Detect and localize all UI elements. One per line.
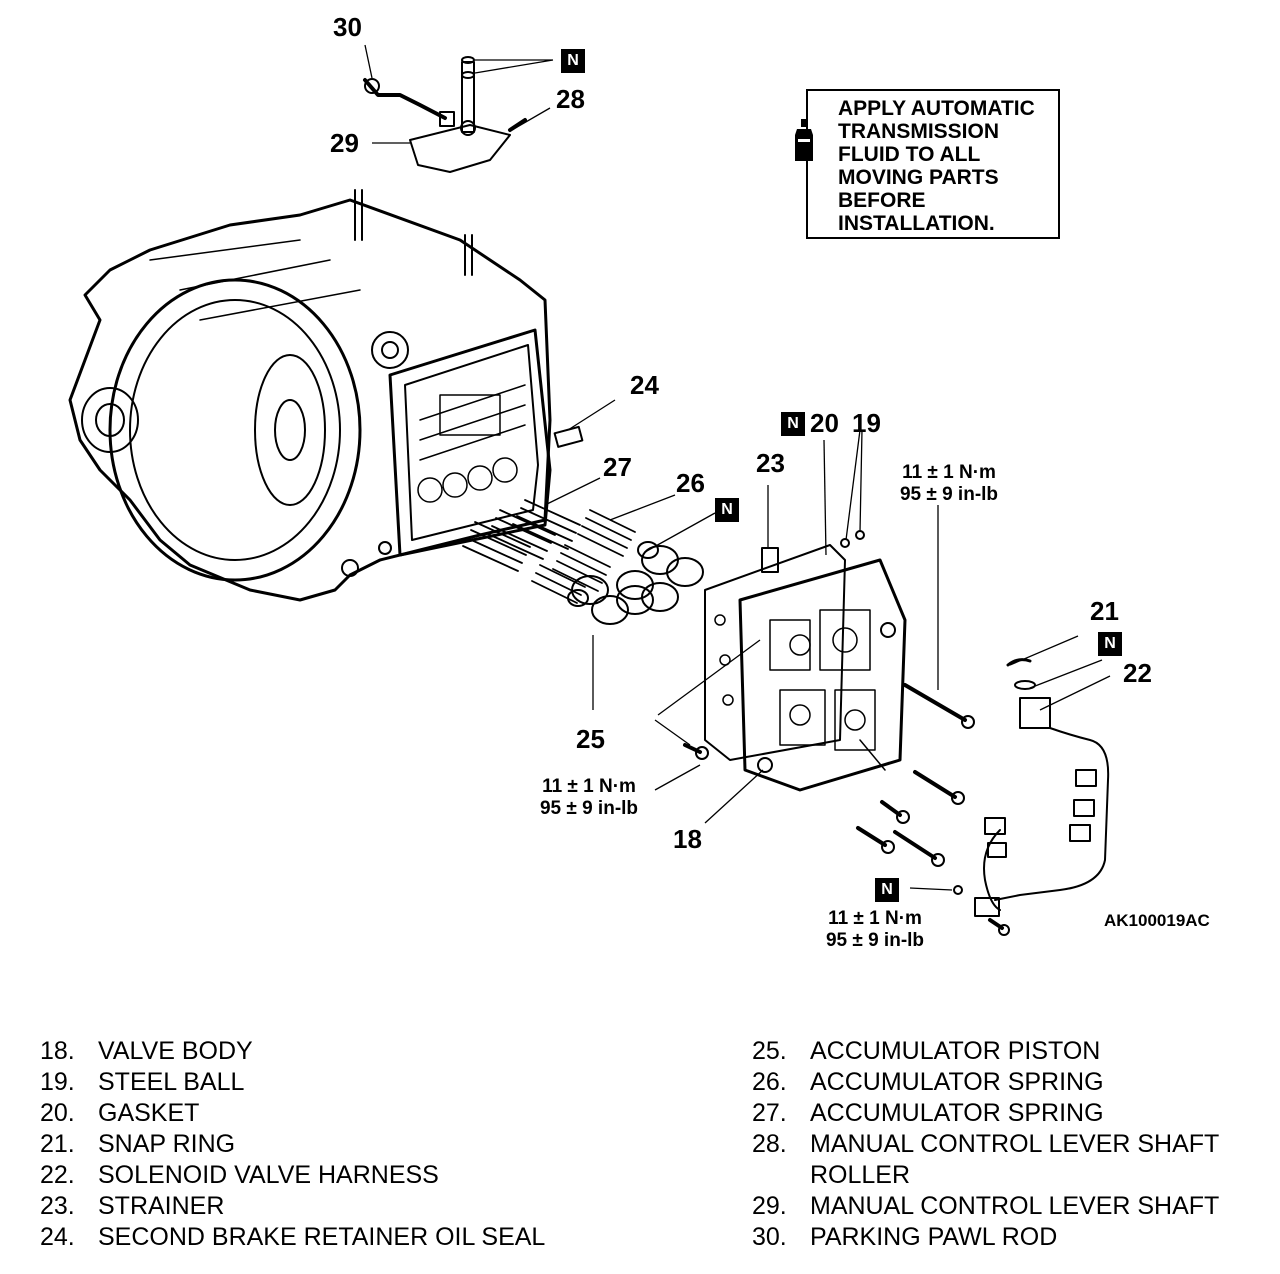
snap-ring (1006, 658, 1032, 667)
legend-item: 28. MANUAL CONTROL LEVER SHAFT ROLLER (752, 1129, 1280, 1191)
callout-28: 28 (556, 84, 585, 114)
legend-number: 30. (752, 1223, 787, 1251)
new-part-badge: N (715, 498, 739, 522)
callout-26: 26 (676, 468, 705, 498)
callout-27: 27 (603, 452, 632, 482)
legend-number: 29. (752, 1192, 787, 1220)
callout-18: 18 (673, 824, 702, 854)
parts-legend-right: 25. ACCUMULATOR PISTON 26. ACCUMULATOR SPRI… (752, 1036, 1280, 1253)
transmission-case (68, 189, 552, 602)
torque-metric: 11 ± 1 N·m (542, 776, 636, 797)
legend-item: 26. ACCUMULATOR SPRING (752, 1067, 1280, 1098)
legend-number: 19. (40, 1068, 75, 1096)
steel-ball (855, 530, 865, 540)
legend-item: 21. SNAP RING (40, 1129, 545, 1160)
legend-part-name: ACCUMULATOR SPRING (810, 1099, 1104, 1127)
legend-number: 24. (40, 1223, 75, 1251)
legend-item: 18. VALVE BODY (40, 1036, 545, 1067)
legend-item: 23. STRAINER (40, 1191, 545, 1222)
callout-23: 23 (756, 448, 785, 478)
callout-22: 22 (1123, 658, 1152, 688)
torque-metric: 11 ± 1 N·m (828, 908, 922, 929)
lever-shaft-roller (508, 118, 527, 132)
legend-part-name: STEEL BALL (98, 1068, 245, 1096)
leader-lines (364, 44, 1111, 891)
torque-imperial: 95 ± 9 in-lb (899, 484, 999, 505)
legend-item: 29. MANUAL CONTROL LEVER SHAFT (752, 1191, 1280, 1222)
legend-number: 21. (40, 1130, 75, 1158)
torque-imperial: 95 ± 9 in-lb (539, 798, 639, 819)
new-part-badge: N (875, 878, 899, 902)
new-part-badge: N (561, 49, 585, 73)
atf-note-box: APPLY AUTOMATIC TRANSMISSION FLUID TO AL… (795, 89, 1060, 239)
legend-number: 28. (752, 1130, 787, 1158)
steel-ball (840, 538, 850, 548)
legend-part-name: SECOND BRAKE RETAINER OIL SEAL (98, 1223, 546, 1251)
atf-note-text: APPLY AUTOMATIC TRANSMISSION FLUID TO AL… (838, 97, 1035, 235)
callout-29: 29 (330, 128, 359, 158)
legend-part-name: VALVE BODY (98, 1037, 253, 1065)
legend-item: 27. ACCUMULATOR SPRING (752, 1098, 1280, 1129)
figure-id: AK100019AC (1104, 911, 1210, 930)
callout-25: 25 (576, 724, 605, 754)
legend-item: 22. SOLENOID VALVE HARNESS (40, 1160, 545, 1191)
accumulator-springs (462, 499, 636, 604)
callout-19: 19 (852, 408, 881, 438)
legend-part-name: STRAINER (98, 1192, 225, 1220)
legend-part-name: ACCUMULATOR SPRING (810, 1068, 1104, 1096)
callout-30: 30 (333, 12, 362, 42)
legend-part-name: MANUAL CONTROL LEVER SHAFT (810, 1192, 1220, 1220)
legend-part-name: MANUAL CONTROL LEVER SHAFT ROLLER (810, 1130, 1219, 1189)
legend-part-name: SOLENOID VALVE HARNESS (98, 1161, 439, 1189)
legend-number: 22. (40, 1161, 75, 1189)
new-part-badge: N (1098, 632, 1122, 656)
legend-item: 19. STEEL BALL (40, 1067, 545, 1098)
legend-number: 25. (752, 1037, 787, 1065)
torque-imperial: 95 ± 9 in-lb (825, 930, 925, 951)
torque-metric: 11 ± 1 N·m (902, 462, 996, 483)
legend-item: 30. PARKING PAWL ROD (752, 1222, 1280, 1253)
callout-24: 24 (630, 370, 659, 400)
legend-part-name: ACCUMULATOR PISTON (810, 1037, 1101, 1065)
o-ring (953, 885, 963, 895)
solenoid-valve-harness (974, 697, 1110, 917)
legend-part-name: GASKET (98, 1099, 200, 1127)
legend-item: 25. ACCUMULATOR PISTON (752, 1036, 1280, 1067)
parking-pawl-rod (363, 78, 455, 127)
accumulator-pistons (567, 541, 704, 625)
strainer (761, 547, 779, 573)
legend-number: 23. (40, 1192, 75, 1220)
fluid-bottle-icon (795, 119, 813, 161)
legend-item: 20. GASKET (40, 1098, 545, 1129)
new-part-badge: N (781, 412, 805, 436)
callout-20: 20 (810, 408, 839, 438)
second-brake-oil-seal (553, 425, 584, 448)
legend-item: 24. SECOND BRAKE RETAINER OIL SEAL (40, 1222, 545, 1253)
legend-number: 26. (752, 1068, 787, 1096)
legend-number: 18. (40, 1037, 75, 1065)
valve-body (704, 544, 907, 792)
exploded-diagram (68, 44, 1111, 936)
valve-body-bolts (683, 683, 1010, 936)
legend-number: 27. (752, 1099, 787, 1127)
callout-21: 21 (1090, 596, 1119, 626)
legend-part-name: SNAP RING (98, 1130, 236, 1158)
torque-spec-left: 11 ± 1 N·m 95 ± 9 in-lb (524, 776, 654, 820)
manual-control-lever-shaft (409, 56, 511, 173)
parts-legend-left: 18. VALVE BODY 19. STEEL BALL 20. GASKET 21. SN… (40, 1036, 545, 1253)
legend-number: 20. (40, 1099, 75, 1127)
torque-spec-lower: 11 ± 1 N·m 95 ± 9 in-lb (810, 908, 940, 952)
torque-spec-upper: 11 ± 1 N·m 95 ± 9 in-lb (884, 462, 1014, 506)
legend-part-name: PARKING PAWL ROD (810, 1223, 1058, 1251)
